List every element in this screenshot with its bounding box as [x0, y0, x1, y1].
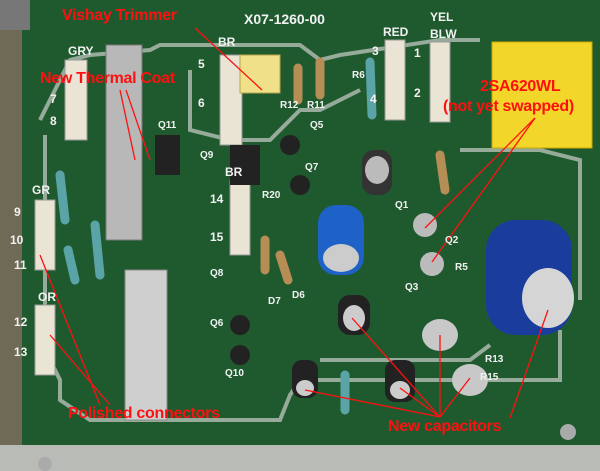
ref-label: D6 — [292, 290, 305, 301]
label-br: BR — [218, 35, 236, 49]
annotation-new-thermal-coat: New Thermal Coat — [40, 70, 175, 87]
ref-label: R11 — [307, 100, 325, 111]
vishay-trimmer — [239, 54, 281, 94]
label-gry: GRY — [68, 44, 94, 58]
resistors — [55, 57, 450, 415]
ref-label: R15 — [480, 372, 499, 383]
ref-label: D7 — [268, 296, 281, 307]
annotation-new-capacitors: New capacitors — [388, 418, 502, 435]
label-yel: YEL — [430, 10, 454, 24]
ref-label: R5 — [455, 262, 468, 273]
annotation-vishay-trimmer: Vishay Trimmer — [62, 7, 177, 24]
screw — [560, 424, 576, 440]
annotation-leader-lines — [39, 27, 549, 419]
pin-label: 11 — [14, 258, 27, 272]
label-red: RED — [383, 25, 409, 39]
pin-label: 5 — [198, 57, 205, 71]
pin-label: 12 — [14, 315, 28, 329]
ref-label: Q8 — [210, 268, 224, 279]
pin-label: 15 — [210, 230, 224, 244]
pin-label: 2 — [414, 86, 421, 100]
ref-label: Q7 — [305, 162, 319, 173]
pin-label: 9 — [14, 205, 21, 219]
ref-label: R20 — [262, 190, 281, 201]
ref-label: Q3 — [405, 282, 419, 293]
heatsink-bottom — [124, 269, 168, 421]
annotation-part-number: 2SA620WL — [480, 78, 561, 95]
label-br-mid: BR — [225, 165, 243, 179]
ref-label: R6 — [352, 70, 365, 81]
pin-label: 7 — [50, 92, 57, 106]
ref-label: Q2 — [445, 235, 459, 246]
ref-label: R13 — [485, 354, 504, 365]
annotation-not-yet-swapped: (not yet swapped) — [443, 98, 574, 115]
ref-label: Q5 — [310, 120, 324, 131]
chassis-left-edge — [0, 0, 22, 471]
pin-label: 8 — [50, 114, 57, 128]
label-gr: GR — [32, 183, 50, 197]
capacitors — [292, 150, 574, 402]
film-capacitor — [491, 41, 593, 149]
pin-label: 13 — [14, 345, 28, 359]
label-blw: BLW — [430, 27, 457, 41]
ref-label: Q10 — [225, 368, 244, 379]
label-or: OR — [38, 290, 56, 304]
ref-label: Q1 — [395, 200, 409, 211]
annotation-polished-connectors: Polished connectors — [68, 405, 220, 422]
board-id: X07-1260-00 — [244, 11, 325, 27]
pin-label: 3 — [372, 44, 379, 58]
ref-label: R12 — [280, 100, 299, 111]
ref-label: Q11 — [158, 120, 177, 131]
heatsink-top — [105, 44, 143, 241]
pin-label: 4 — [370, 92, 377, 106]
chassis-bottom-edge — [0, 445, 600, 471]
screw — [38, 457, 52, 471]
pin-label: 6 — [198, 96, 205, 110]
pin-label: 14 — [210, 192, 224, 206]
pin-label: 1 — [414, 46, 421, 60]
ref-label: Q9 — [200, 150, 214, 161]
ref-label: Q6 — [210, 318, 224, 329]
pin-label: 10 — [10, 233, 24, 247]
